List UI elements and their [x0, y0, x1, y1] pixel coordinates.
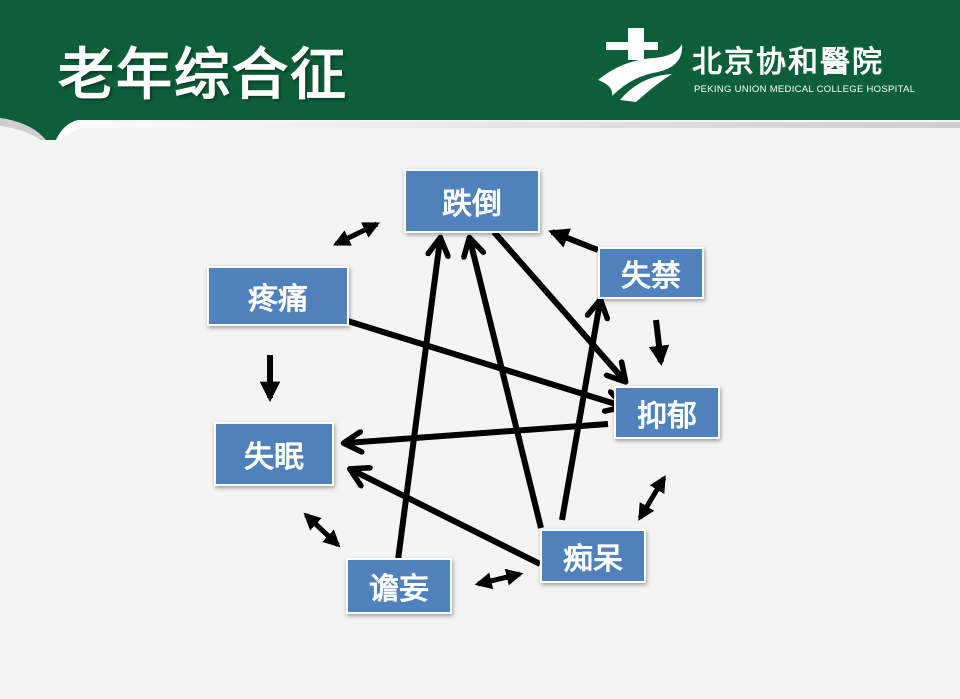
arrow-falls-depression: [491, 230, 624, 380]
hospital-name-cn: 北京协和醫院: [692, 45, 884, 80]
node-pain: 疼痛: [207, 266, 349, 326]
node-depression: 抑郁: [614, 386, 720, 439]
hospital-logo: 北京协和醫院 PEKING UNION MEDICAL COLLEGE HOSP…: [592, 20, 932, 104]
arrow-dementia-insomnia: [352, 470, 542, 567]
arrow-incontinence-falls: [548, 228, 600, 253]
node-dementia: 痴呆: [540, 529, 646, 583]
arrow-dementia-falls: [470, 240, 544, 529]
arrow-delirium-dementia: [474, 568, 524, 590]
arrow-insomnia-delirium: [303, 512, 341, 548]
arrow-pain-depression: [337, 315, 622, 406]
slide-title: 老年综合征: [58, 43, 348, 108]
hospital-name-en: PEKING UNION MEDICAL COLLEGE HOSPITAL: [694, 84, 916, 95]
slide-header: 老年综合征 北京协和醫院 PEKING UNION MEDICAL COLLEG…: [0, 0, 960, 150]
arrow-dementia-incontinence: [559, 302, 600, 521]
header-band-graphic: [0, 0, 960, 150]
node-delirium: 谵妄: [346, 558, 452, 614]
arrow-depression-insomnia: [346, 421, 609, 443]
node-insomnia: 失眠: [214, 422, 334, 486]
arrow-pain-falls: [332, 221, 381, 247]
arrow-delirium-falls: [395, 240, 440, 561]
node-falls: 跌倒: [404, 169, 540, 233]
node-incontinence: 失禁: [598, 247, 704, 299]
arrow-incontinence-depression: [648, 319, 670, 367]
hospital-emblem-icon: [598, 28, 683, 102]
arrow-depression-dementia: [637, 475, 667, 521]
